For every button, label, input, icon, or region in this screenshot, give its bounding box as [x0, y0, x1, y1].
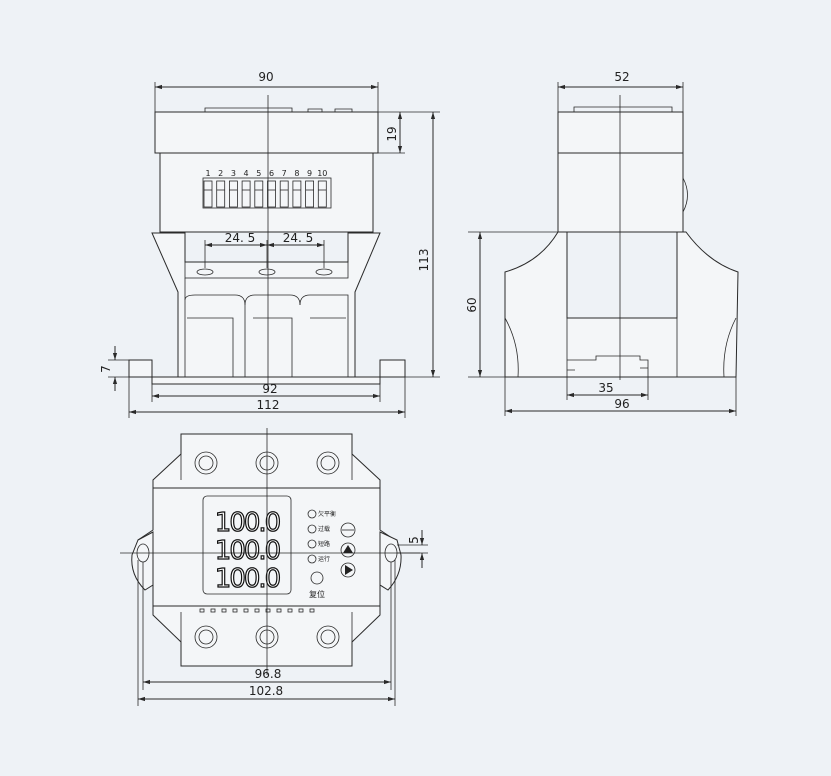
dim-side-overall-width: 96 [614, 397, 629, 411]
dim-side-width-top: 52 [614, 70, 629, 84]
terminal-number: 4 [244, 169, 249, 178]
terminal-number: 8 [294, 169, 299, 178]
dim-hole-spacing-left: 24. 5 [225, 231, 256, 245]
dim-foot-thickness: 7 [99, 365, 113, 373]
terminal-bolt [194, 451, 218, 475]
terminal-slot [228, 180, 238, 208]
indicator-label: 运行 [318, 555, 330, 563]
terminal-slot [279, 180, 289, 208]
terminal-number: 7 [282, 169, 287, 178]
dim-side-height: 60 [465, 297, 479, 312]
terminal-slot [267, 180, 276, 208]
terminal-number: 5 [256, 169, 261, 178]
dim-base-width: 92 [262, 382, 277, 396]
dim-top-overall-width: 102.8 [249, 684, 283, 698]
terminal-slot [216, 180, 226, 208]
display-value: 100.0 [215, 508, 280, 538]
terminal-bolt [316, 451, 340, 475]
side-view: 52 60 35 96 [465, 70, 739, 416]
indicator-label: 欠平衡 [318, 510, 336, 518]
dim-mount-spacing: 96.8 [255, 667, 282, 681]
display-value: 100.0 [215, 536, 280, 566]
indicator-led [307, 509, 317, 519]
reset-button[interactable] [310, 571, 324, 585]
terminal-number: 1 [205, 169, 210, 178]
terminal-slot [254, 180, 264, 208]
terminal-slot [305, 180, 315, 208]
terminal-number: 2 [218, 169, 223, 178]
dim-front-height-total: 113 [417, 249, 431, 272]
dim-side-slot: 35 [598, 381, 613, 395]
terminal-bolt [194, 625, 218, 649]
terminal-slot [292, 180, 302, 208]
terminal-slot [241, 180, 251, 208]
dim-front-width-top: 90 [258, 70, 273, 84]
minus-button[interactable] [340, 522, 356, 538]
dim-hole-spacing-right: 24. 5 [283, 231, 314, 245]
indicator-led [307, 524, 317, 534]
indicator-label: 过载 [318, 525, 330, 533]
dim-front-height-top: 19 [385, 126, 399, 141]
reset-label: 复位 [309, 589, 325, 599]
display-value: 100.0 [215, 564, 280, 594]
up-button[interactable] [340, 542, 356, 558]
terminal-number: 9 [307, 169, 312, 178]
dim-front-overall-width: 112 [257, 398, 280, 412]
terminal-number: 6 [269, 169, 274, 178]
terminal-slot [203, 180, 213, 208]
terminal-slot [317, 180, 327, 208]
right-button[interactable] [340, 562, 356, 578]
terminal-number: 3 [231, 169, 236, 178]
indicator-led [307, 539, 317, 549]
dim-mount-offset: 5 [407, 536, 421, 544]
terminal-number: 10 [317, 169, 327, 178]
indicator-led [307, 554, 317, 564]
terminal-bolt [316, 625, 340, 649]
indicator-label: 短路 [318, 540, 330, 548]
